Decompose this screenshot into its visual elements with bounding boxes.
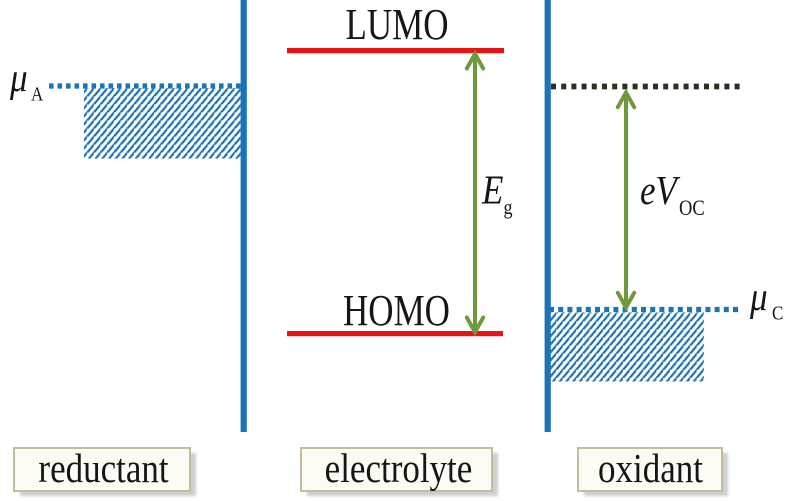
svg-text:μ: μ: [749, 274, 767, 319]
svg-text:g: g: [504, 196, 513, 220]
svg-text:oxidant: oxidant: [598, 446, 703, 491]
svg-text:LUMO: LUMO: [345, 0, 448, 49]
svg-text:reductant: reductant: [38, 446, 168, 491]
svg-text:electrolyte: electrolyte: [325, 446, 473, 491]
svg-text:OC: OC: [679, 197, 705, 221]
svg-text:HOMO: HOMO: [343, 285, 450, 335]
svg-text:E: E: [481, 168, 503, 213]
svg-text:μ: μ: [9, 55, 27, 100]
svg-text:A: A: [31, 83, 44, 106]
svg-text:C: C: [772, 302, 783, 325]
svg-text:eV: eV: [640, 168, 681, 213]
